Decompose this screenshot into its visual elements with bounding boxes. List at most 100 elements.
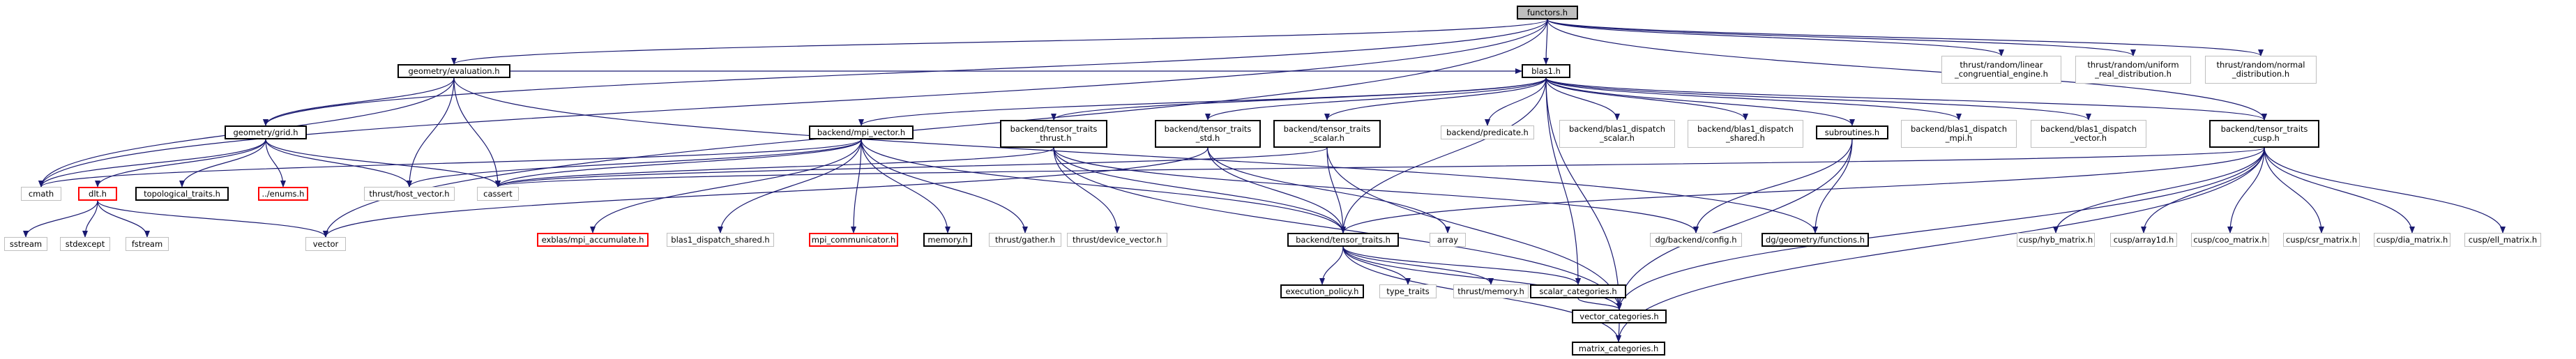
edge-blas1-to-vector_cat — [1545, 77, 1622, 310]
node-geometry-grid-h[interactable]: geometry/grid.h — [225, 125, 307, 139]
edge-mpi_vector-to-mpi_comm — [851, 139, 862, 234]
node-array[interactable]: array — [1430, 233, 1466, 247]
node-blas1-dispatch-shared-h-leaf[interactable]: blas1_dispatch_shared.h — [667, 233, 774, 247]
node-subroutines-h[interactable]: subroutines.h — [1816, 125, 1888, 139]
node-vector-categories-h[interactable]: vector_categories.h — [1572, 310, 1667, 323]
edge-blas1-to-b1d_scalar — [1545, 77, 1620, 121]
edge-blas1-to-tt_cusp — [1545, 77, 2267, 121]
edge-grid-to-enums — [265, 139, 286, 188]
node-backend-predicate-h[interactable]: backend/predicate.h — [1441, 125, 1534, 139]
node-execution-policy-h[interactable]: execution_policy.h — [1280, 284, 1364, 298]
edge-mpi_vector-to-exblas — [590, 139, 862, 234]
edge-subroutines-to-geo_functions — [1812, 139, 1853, 234]
edge-tt_cusp-to-vector_cat — [1616, 147, 2265, 310]
edge-tensor_traits-to-exec_policy — [1319, 246, 1344, 285]
node-exblas-mpi-accumulate-h[interactable]: exblas/mpi_accumulate.h — [537, 233, 649, 247]
edge-dlt-to-stdexcept — [82, 200, 98, 238]
edge-blas1-to-b1d_mpi — [1545, 77, 1962, 121]
node-stdexcept[interactable]: stdexcept — [60, 237, 110, 251]
edge-grid-to-dlt — [95, 139, 266, 188]
edge-subroutines-to-config — [1693, 139, 1853, 234]
edge-blas1-to-tt_std — [1205, 77, 1547, 121]
node-enums-h[interactable]: ../enums.h — [258, 187, 308, 201]
node-topological-traits-h[interactable]: topological_traits.h — [135, 187, 229, 201]
node-dlt-h[interactable]: dlt.h — [78, 187, 117, 201]
node-blas1-dispatch-vector-h[interactable]: backend/blas1_dispatch _vector.h — [2031, 120, 2146, 148]
edge-tt_thrust-to-device_vector — [1053, 147, 1120, 234]
node-tensor-traits-thrust-h[interactable]: backend/tensor_traits _thrust.h — [1000, 120, 1107, 148]
node-cusp-coo-matrix-h[interactable]: cusp/coo_matrix.h — [2191, 233, 2269, 247]
node-tensor-traits-std-h[interactable]: backend/tensor_traits _std.h — [1155, 120, 1261, 148]
edge-tt_thrust-to-vector_cat — [1053, 147, 1622, 310]
node-mpi-communicator-h[interactable]: mpi_communicator.h — [809, 233, 898, 247]
node-memory-h[interactable]: memory.h — [923, 233, 972, 247]
node-backend-tensor-traits-h[interactable]: backend/tensor_traits.h — [1287, 233, 1399, 247]
edge-mpi_vector-to-b1d_shared_h — [718, 139, 862, 234]
node-cusp-array1d-h[interactable]: cusp/array1d.h — [2110, 233, 2177, 247]
node-blas1-dispatch-scalar-h[interactable]: backend/blas1_dispatch _scalar.h — [1559, 120, 1675, 148]
edge-functors-to-lcg — [1547, 19, 2004, 56]
node-uniform-real-distribution-h[interactable]: thrust/random/uniform _real_distribution… — [2075, 56, 2191, 84]
node-thrust-device-vector-h[interactable]: thrust/device_vector.h — [1067, 233, 1167, 247]
node-cassert[interactable]: cassert — [477, 187, 519, 201]
edge-evaluation-to-geo_functions — [453, 77, 1818, 234]
edge-tt_cusp-to-csr — [2264, 147, 2324, 234]
node-linear-congruential-engine-h[interactable]: thrust/random/linear _congruential_engin… — [1941, 56, 2061, 84]
node-vector[interactable]: vector — [305, 237, 346, 251]
edge-functors-to-cmath — [38, 19, 1548, 188]
edge-blas1-to-b1d_vector — [1545, 77, 2091, 121]
edge-scalar_cat-to-vector_cat — [1577, 298, 1622, 310]
edge-tensor_traits-to-type_traits — [1342, 246, 1411, 285]
node-functors-h[interactable]: functors.h — [1517, 6, 1578, 20]
node-dg-backend-config-h[interactable]: dg/backend/config.h — [1650, 233, 1742, 247]
edge-tt_cusp-to-tensor_traits — [1340, 147, 2265, 234]
edge-mpi_vector-to-memory — [861, 139, 950, 234]
node-fstream[interactable]: fstream — [126, 237, 169, 251]
node-cusp-dia-matrix-h[interactable]: cusp/dia_matrix.h — [2374, 233, 2450, 247]
edge-functors-to-normal — [1547, 19, 2264, 56]
edge-evaluation-to-cassert — [453, 77, 501, 188]
edge-evaluation-to-grid — [263, 77, 455, 126]
node-sstream[interactable]: sstream — [4, 237, 47, 251]
edge-functors-to-blas1 — [1543, 19, 1550, 65]
edge-functors-to-tt_cusp — [1547, 19, 2267, 121]
node-blas1-dispatch-shared-h[interactable]: backend/blas1_dispatch _shared.h — [1688, 120, 1803, 148]
edge-tt_cusp-to-array1d — [2141, 147, 2265, 234]
node-blas1-h[interactable]: blas1.h — [1522, 64, 1570, 78]
edge-grid-to-host_vector — [265, 139, 412, 188]
edge-tensor_traits-to-scalar_cat — [1342, 246, 1581, 285]
node-thrust-host-vector-h[interactable]: thrust/host_vector.h — [364, 187, 455, 201]
node-thrust-gather-h[interactable]: thrust/gather.h — [989, 233, 1061, 247]
edge-tt_thrust-to-tensor_traits — [1053, 147, 1346, 234]
edge-mpi_vector-to-cassert — [495, 139, 862, 188]
edge-tt_cusp-to-dia — [2264, 147, 2415, 234]
node-thrust-memory-h[interactable]: thrust/memory.h — [1453, 284, 1529, 298]
node-cmath[interactable]: cmath — [21, 187, 61, 201]
edge-blas1-to-subroutines — [1545, 77, 1855, 126]
edge-mpi_vector-to-host_vector — [407, 139, 862, 188]
node-geometry-evaluation-h[interactable]: geometry/evaluation.h — [397, 64, 510, 78]
node-blas1-dispatch-mpi-h[interactable]: backend/blas1_dispatch _mpi.h — [1901, 120, 2017, 148]
node-cusp-csr-matrix-h[interactable]: cusp/csr_matrix.h — [2283, 233, 2360, 247]
edge-dlt-to-vector — [97, 200, 328, 238]
node-dg-geometry-functions-h[interactable]: dg/geometry/functions.h — [1761, 233, 1869, 247]
edge-subroutines-to-vector_cat — [1616, 139, 1853, 310]
edge-tt_thrust-to-config — [1053, 147, 1699, 234]
node-cusp-hyb-matrix-h[interactable]: cusp/hyb_matrix.h — [2017, 233, 2095, 247]
edge-grid-to-cassert — [265, 139, 501, 188]
node-tensor-traits-cusp-h[interactable]: backend/tensor_traits _cusp.h — [2209, 120, 2319, 148]
node-normal-distribution-h[interactable]: thrust/random/normal _distribution.h — [2205, 56, 2317, 84]
edge-tt_scalar-to-cassert — [495, 147, 1328, 188]
node-backend-mpi-vector-h[interactable]: backend/mpi_vector.h — [809, 125, 914, 139]
node-scalar-categories-h[interactable]: scalar_categories.h — [1530, 284, 1626, 298]
node-cusp-ell-matrix-h[interactable]: cusp/ell_matrix.h — [2464, 233, 2541, 247]
edge-grid-to-cmath — [38, 139, 266, 188]
node-matrix-categories-h[interactable]: matrix_categories.h — [1572, 342, 1665, 356]
edge-tt_std-to-vector — [323, 147, 1209, 238]
edge-tensor_traits-to-thrust_memory — [1342, 246, 1494, 285]
node-type-traits[interactable]: type_traits — [1379, 284, 1437, 298]
node-tensor-traits-scalar-h[interactable]: backend/tensor_traits _scalar.h — [1273, 120, 1381, 148]
edge-tt_scalar-to-tensor_traits — [1326, 147, 1346, 234]
edge-mpi_vector-to-cmath — [38, 139, 862, 188]
